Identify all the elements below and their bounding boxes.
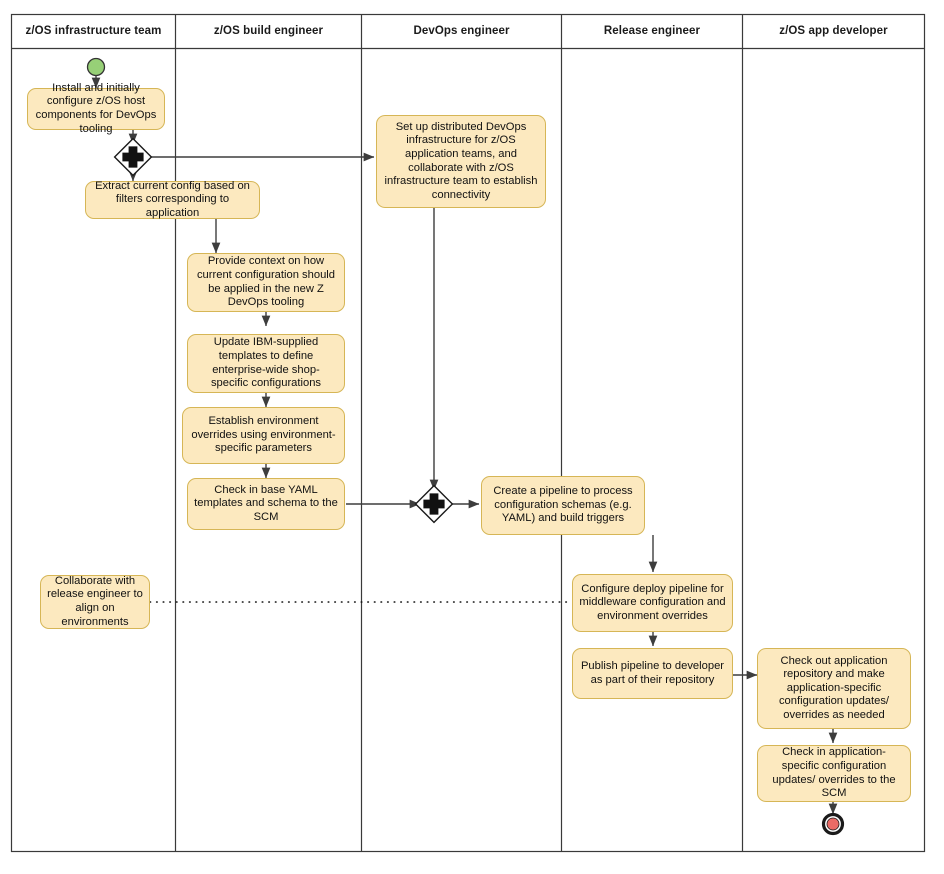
activity-checkin-application-specific-config[interactable]: Check in application-specific configurat… <box>757 745 911 802</box>
activity-install-host-components[interactable]: Install and initially configure z/OS hos… <box>27 82 165 135</box>
activity-label: Check out application repository and mak… <box>778 654 890 721</box>
activity-collaborate-with-release-engineer[interactable]: Collaborate with release engineer to ali… <box>40 575 150 629</box>
activity-extract-current-config[interactable]: Extract current config based on filters … <box>85 179 260 219</box>
join-gateway-1 <box>414 484 454 524</box>
activity-setup-distributed-devops-infrastructure[interactable]: Set up distributed DevOps infrastructure… <box>376 115 546 208</box>
activity-label: Update IBM-supplied templates to define … <box>210 336 322 390</box>
lane-label: Release engineer <box>603 24 701 37</box>
activity-publish-pipeline-to-developer[interactable]: Publish pipeline to developer as part of… <box>572 648 733 699</box>
activity-label: Collaborate with release engineer to ali… <box>47 574 143 628</box>
activity-update-ibm-supplied-templates[interactable]: Update IBM-supplied templates to define … <box>187 334 345 393</box>
activity-label: Set up distributed DevOps infrastructure… <box>384 120 538 201</box>
pool-frame <box>10 13 926 853</box>
lane-label: z/OS app developer <box>779 24 888 37</box>
activity-configure-deploy-pipeline[interactable]: Configure deploy pipeline for middleware… <box>572 574 733 632</box>
connectors <box>91 75 838 815</box>
activity-label: Provide context on how current configura… <box>196 255 336 309</box>
activity-establish-environment-overrides[interactable]: Establish environment overrides using en… <box>182 407 345 464</box>
lane-label: DevOps engineer <box>413 24 510 37</box>
activity-provide-context[interactable]: Provide context on how current configura… <box>187 253 345 312</box>
activity-label: Check in base YAML templates and schema … <box>194 483 338 523</box>
activity-label: Publish pipeline to developer as part of… <box>580 659 725 686</box>
activity-checkout-application-repository[interactable]: Check out application repository and mak… <box>757 648 911 729</box>
activity-label: Establish environment overrides using en… <box>191 415 336 455</box>
lane-header-zos-infrastructure-team: z/OS infrastructure team <box>12 15 175 48</box>
end-node <box>821 812 845 836</box>
activity-label: Configure deploy pipeline for middleware… <box>579 582 726 622</box>
activity-label: Install and initially configure z/OS hos… <box>35 81 157 135</box>
lane-label: z/OS infrastructure team <box>25 24 162 37</box>
lane-header-release-engineer: Release engineer <box>562 15 742 48</box>
activity-label: Extract current config based on filters … <box>95 179 250 219</box>
lane-header-zos-build-engineer: z/OS build engineer <box>176 15 361 48</box>
lane-header-devops-engineer: DevOps engineer <box>362 15 561 48</box>
fork-gateway-1 <box>113 137 153 177</box>
activity-create-pipeline[interactable]: Create a pipeline to process configurati… <box>481 476 645 535</box>
activity-label: Check in application-specific configurat… <box>772 746 896 800</box>
activity-checkin-base-yaml-templates[interactable]: Check in base YAML templates and schema … <box>187 478 345 530</box>
lane-header-zos-app-developer: z/OS app developer <box>743 15 924 48</box>
start-node <box>86 57 106 77</box>
lane-label: z/OS build engineer <box>213 24 324 37</box>
activity-label: Create a pipeline to process configurati… <box>493 485 633 525</box>
